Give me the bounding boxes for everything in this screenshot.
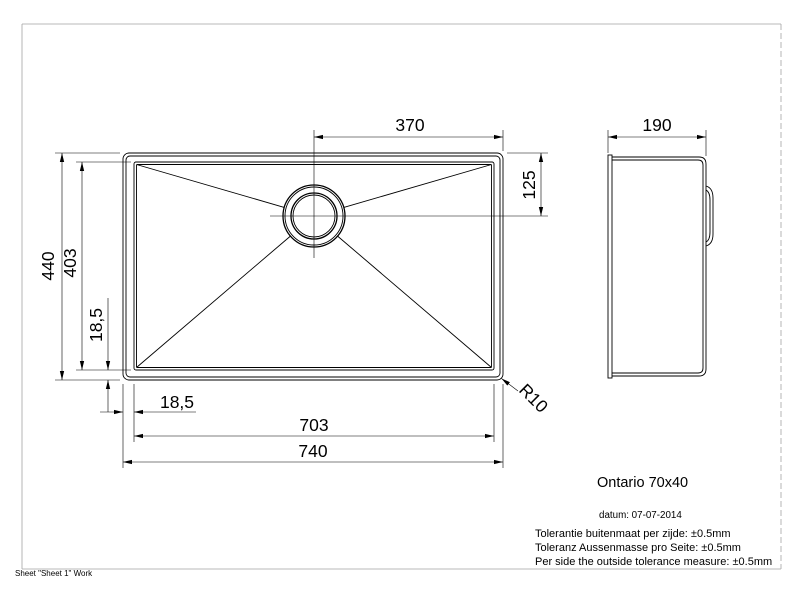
dimension-value: 403: [60, 248, 80, 277]
slope-line-bottom-right: [337, 235, 492, 368]
title-block: Ontario 70x40 datum: 07-07-2014 Tolerant…: [535, 475, 772, 568]
sink-side-view: [607, 154, 714, 379]
radius-value: R10: [515, 380, 552, 417]
dimension-inner-length: 403: [60, 161, 131, 371]
slope-line-top-right: [343, 164, 492, 208]
dimension-value: 18,5: [86, 308, 106, 342]
tolerance-note-dutch: Tolerantie buitenmaat per zijde: ±0.5mm: [535, 528, 731, 540]
rim-inner-edge: [125, 155, 501, 378]
rim-outer-edge: [122, 152, 504, 381]
dimension-value: 370: [395, 115, 424, 135]
dimension-value: 703: [299, 415, 328, 435]
dimension-value: 740: [298, 441, 327, 461]
side-body-outer: [612, 156, 707, 377]
dimension-outer-width: 740: [123, 441, 503, 465]
drawing-date: datum: 07-07-2014: [599, 510, 682, 521]
corner-radius-callout: R10: [501, 378, 552, 417]
tolerance-note-english: Per side the outside tolerance measure: …: [535, 556, 772, 568]
sheet-frame: [21, 23, 782, 570]
side-drain-outlet-inner: [705, 189, 711, 243]
dimension-inner-width: 703: [134, 415, 494, 439]
sink-top-view: [122, 152, 504, 381]
dimension-drain-offset-x: 370: [314, 115, 504, 151]
dimension-rim-vertical: 18,5: [86, 298, 111, 412]
radius-leader-line: [501, 378, 519, 392]
slope-line-top-left: [136, 164, 285, 208]
dimension-side-depth: 190: [607, 115, 707, 156]
side-drain-outlet-outer: [705, 185, 714, 247]
slope-line-bottom-left: [136, 235, 291, 368]
dimension-value: 440: [38, 251, 58, 280]
dimension-value: 125: [519, 170, 539, 199]
product-title: Ontario 70x40: [597, 475, 688, 491]
tolerance-note-german: Toleranz Aussenmasse pro Seite: ±0.5mm: [535, 542, 741, 554]
dimension-value: 190: [642, 115, 671, 135]
sheet-label: Sheet "Sheet 1" Work: [15, 569, 93, 578]
dimension-value: 18,5: [160, 392, 194, 412]
bottom-extension-lines: [122, 384, 504, 468]
dimension-rim-horizontal: 18,5: [100, 392, 196, 415]
dimension-drain-offset-y: 125: [507, 152, 548, 216]
drain-centerlines: [270, 130, 548, 258]
side-body-inner: [612, 159, 704, 374]
dimension-outer-length: 440: [38, 152, 120, 381]
side-flange: [607, 154, 613, 379]
